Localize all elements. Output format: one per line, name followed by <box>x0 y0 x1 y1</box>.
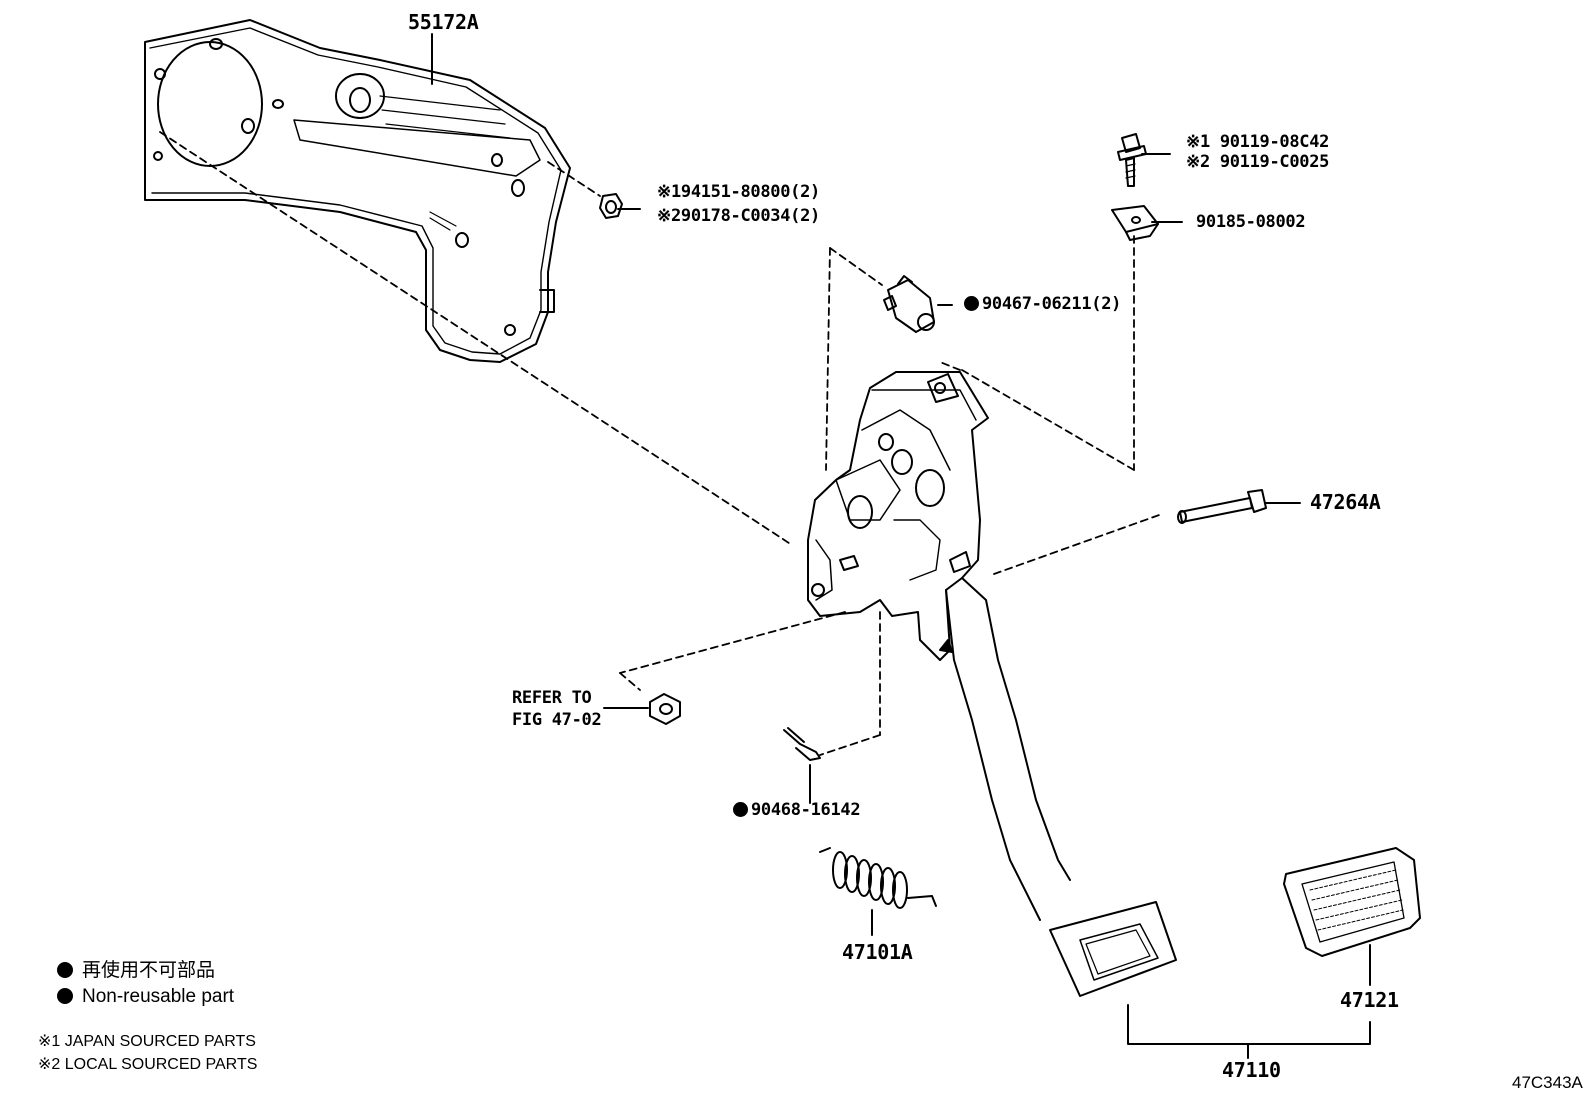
callout-pin[interactable]: 47264A <box>1310 490 1381 514</box>
bolt-drawing <box>1117 133 1147 187</box>
note-local: ※2 LOCAL SOURCED PARTS <box>38 1056 258 1073</box>
clip-nut-drawing <box>1111 205 1159 241</box>
callout-bolt-1[interactable]: ※1 90119-08C42 <box>1186 132 1330 152</box>
spring-drawing <box>819 847 937 909</box>
flange-nut-drawing <box>599 193 623 219</box>
callout-nut-2[interactable]: ※290178-C0034(2) <box>657 206 820 226</box>
callout-bolt-2[interactable]: ※2 90119-C0025 <box>1186 152 1330 172</box>
pedal-support-drawing <box>807 371 989 661</box>
legend-en: Non-reusable part <box>57 984 234 1010</box>
cotter-pin-drawing <box>783 727 821 761</box>
callout-cotter-pin[interactable]: 90468-16142 <box>733 800 861 820</box>
legend: 再使用不可部品 Non-reusable part <box>57 958 234 1010</box>
pin-drawing <box>1177 489 1267 524</box>
callout-refer-line-2[interactable]: FIG 47-02 <box>512 710 602 730</box>
figure-code: 47C343A <box>1512 1073 1583 1092</box>
callout-bracket[interactable]: 55172A <box>408 10 479 34</box>
callout-pedal-pad[interactable]: 47121 <box>1340 988 1399 1012</box>
callout-nut-1[interactable]: ※194151-80800(2) <box>657 182 820 202</box>
refer-nut-drawing <box>649 693 681 725</box>
pedal-arm-drawing <box>945 577 1177 997</box>
callout-pedal-assy[interactable]: 47110 <box>1222 1058 1281 1082</box>
callout-refer-line-1[interactable]: REFER TO <box>512 688 592 708</box>
switch-drawing <box>883 275 935 333</box>
note-japan: ※1 JAPAN SOURCED PARTS <box>38 1033 256 1050</box>
legend-jp: 再使用不可部品 <box>57 958 234 984</box>
callout-spring[interactable]: 47101A <box>842 940 913 964</box>
leader-lines <box>431 33 1371 1059</box>
pedal-pad-drawing <box>1283 847 1421 957</box>
assembly-dashed-lines <box>159 131 1163 756</box>
callout-clip-nut[interactable]: 90185-08002 <box>1196 212 1306 232</box>
source-notes: ※1 JAPAN SOURCED PARTS ※2 LOCAL SOURCED … <box>38 1030 257 1076</box>
pedal-bracket-drawing <box>144 19 571 363</box>
callout-switch[interactable]: 90467-06211(2) <box>964 294 1121 314</box>
